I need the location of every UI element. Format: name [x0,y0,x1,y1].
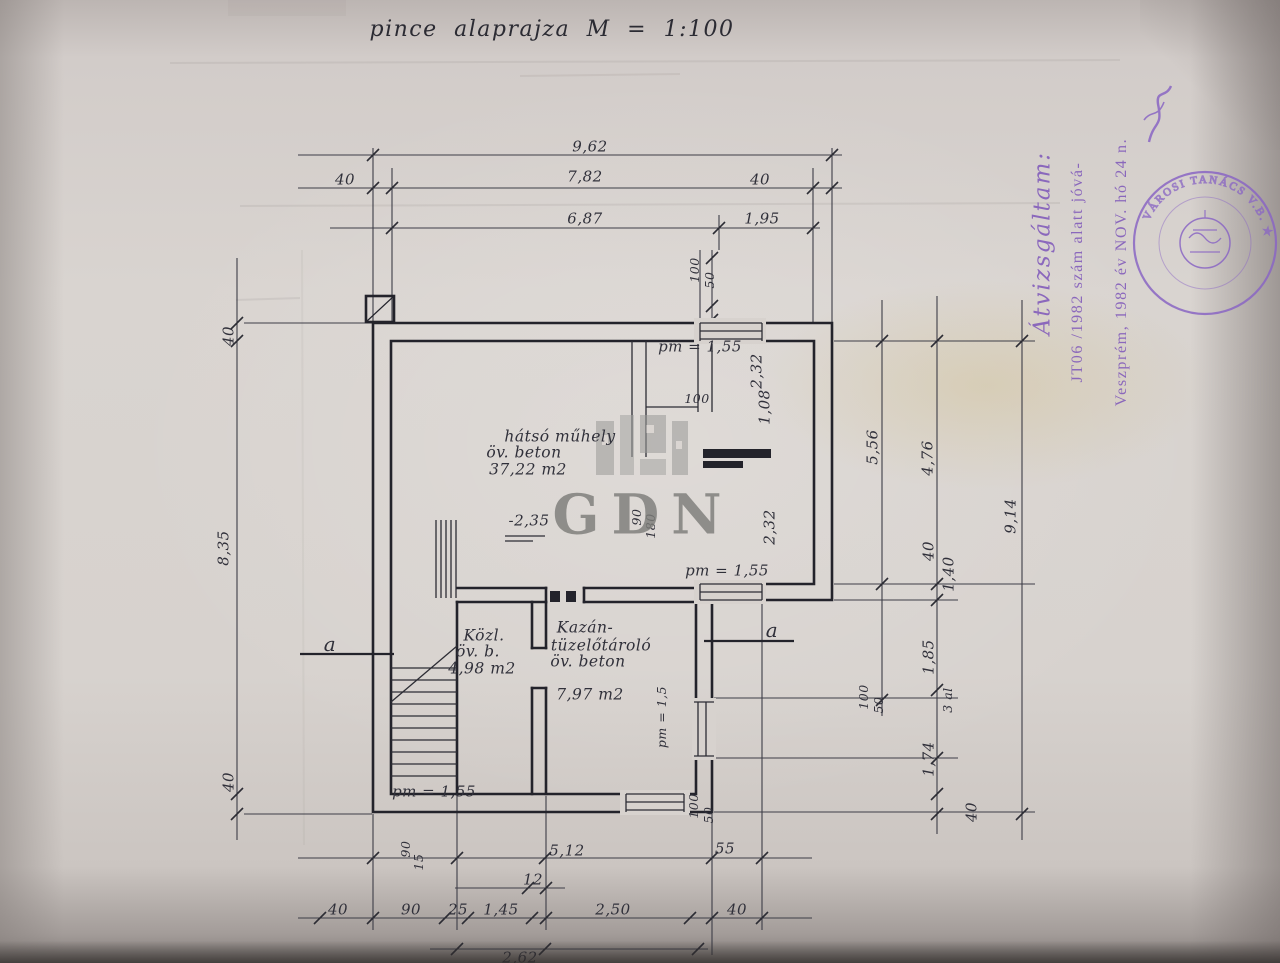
room-workshop-area: 37,22 m2 [489,460,567,479]
watermark-text: GDN [552,481,734,547]
dim-b15: 15 [410,853,426,871]
sill-label-top: pm = 1,55 [658,337,742,356]
drawing-title: pince alaprajza M = 1:100 [369,17,735,42]
dim-right-185: 1,85 [919,639,938,675]
dim-b12: 12 [522,870,544,889]
stamp-checked-label: Átvizsgáltam: [1029,150,1056,336]
sill-label-side: pm = 1,5 [653,685,669,749]
dim-window-top-sill: 50 [701,271,717,289]
dim-window-top-width: 100 [686,257,702,283]
section-marker-left: a [323,632,337,656]
dim-left-835: 8,35 [214,530,233,566]
dim-b25: 25 [447,900,469,919]
dim-right-174: 1,74 [919,741,938,777]
sill-label-mid: pm = 1,55 [685,561,769,580]
sill-label-bottom: pm = 1,55 [392,782,476,801]
dim-right-50: 50 [870,696,886,714]
dim-b145: 1,45 [483,900,519,919]
dim-window-bot-width: 100 [685,793,701,819]
stamp-date-line: Veszprém, 1982 év NOV. hó 24 n. [1113,137,1130,407]
dim-right-476: 4,76 [918,440,937,476]
interior-details [505,318,771,815]
dim-195: 1,95 [744,209,780,228]
dim-right-556: 5,56 [863,429,882,465]
section-marker-right: a [765,618,779,642]
dim-inner-width: 7,82 [567,167,603,186]
stamp-reference-line: JT06 /1982 szám alatt jóvá- [1069,161,1086,383]
room-corridor-name: Közl. [463,626,505,645]
watermark-logo [596,415,688,475]
paper-edge-shadow [0,941,1280,963]
bleed-through-marks [169,0,1121,846]
dim-right-140: 1,40 [939,556,958,592]
dim-232b: 2,32 [760,509,779,545]
dim-left-40-top: 40 [219,325,238,347]
dim-b512: 5,12 [549,841,585,860]
dim-total-width: 9,62 [572,137,608,156]
dim-b90b: 90 [400,900,422,919]
level-label: -2,35 [508,511,550,530]
room-boiler-name1: Kazán- [556,618,614,637]
signature-squiggle [1147,85,1173,143]
dim-108: 1,08 [755,389,774,425]
dim-right-40b: 40 [962,801,981,823]
room-workshop-name: hátsó műhely [504,427,616,446]
dim-687: 6,87 [567,209,603,228]
dim-right-100: 100 [855,684,871,710]
room-boiler-area: 7,97 m2 [556,685,624,704]
dim-b40b: 40 [726,900,748,919]
dim-b55: 55 [714,839,736,858]
dim-232a: 2,32 [747,353,766,389]
room-boiler-name2: tüzelőtároló [550,636,652,655]
dim-right-914: 9,14 [1001,498,1020,534]
dimension-ticks [230,148,1029,956]
stairs [390,520,458,777]
room-corridor-area: 4,98 m2 [448,659,516,678]
room-corridor-material: öv. b. [456,642,500,661]
dim-right-40a: 40 [919,540,938,562]
dim-window-bot-sill: 50 [700,806,716,824]
dim-b250: 2,50 [595,900,631,919]
dimension-lines [236,148,1035,955]
dim-b40a: 40 [327,900,349,919]
paper-corner-shading [1140,0,1280,150]
dim-right-3al: 3 al [939,687,955,713]
room-workshop-material: öv. beton [486,443,562,462]
room-boiler-material: öv. beton [550,652,626,671]
dim-left-40-bot: 40 [219,771,238,793]
dim-door-100: 100 [684,390,710,406]
section-line [300,639,794,656]
dim-wall-left: 40 [334,170,356,189]
dim-wall-right: 40 [749,170,771,189]
